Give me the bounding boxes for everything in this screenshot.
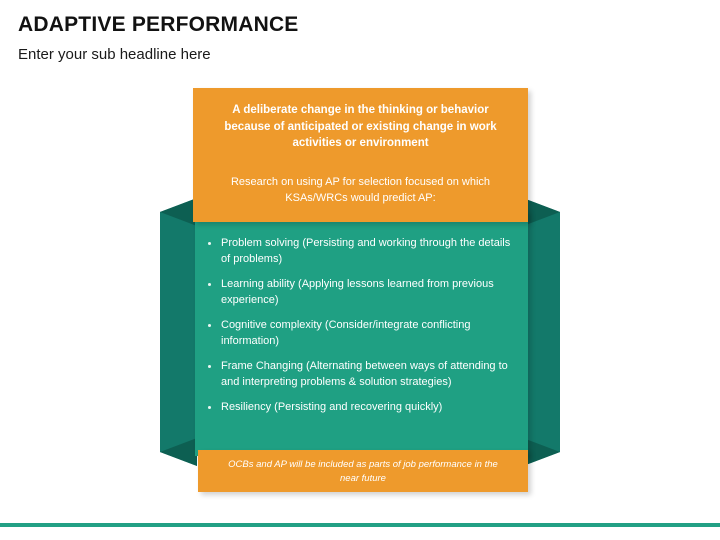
list-item-label: Resiliency (Persisting and recovering qu… [221, 401, 443, 413]
statement-secondary-text: Research on using AP for selection focus… [230, 175, 491, 204]
list-item: Frame Changing (Alternating between ways… [205, 359, 517, 390]
ribbon-wing-left [160, 198, 197, 466]
list-item-label: Problem solving (Persisting and working … [221, 237, 511, 265]
bullet-icon [208, 283, 211, 286]
page-subtitle: Enter your sub headline here [18, 46, 211, 63]
ribbon-wing-right-shape [523, 198, 560, 466]
ribbon-wing-left-shape [160, 198, 197, 466]
list-item: Problem solving (Persisting and working … [205, 236, 517, 267]
statement-primary-text: A deliberate change in the thinking or b… [224, 104, 497, 149]
bullet-icon [208, 242, 211, 245]
bullet-icon [208, 365, 211, 368]
page-title: ADAPTIVE PERFORMANCE [18, 13, 299, 36]
statement-card: A deliberate change in the thinking or b… [193, 88, 528, 222]
list-item-label: Learning ability (Applying lessons learn… [221, 278, 494, 306]
ribbon-body-panel [195, 210, 528, 456]
criteria-list: Problem solving (Persisting and working … [205, 236, 517, 416]
bullet-icon [208, 324, 211, 327]
list-item-label: Frame Changing (Alternating between ways… [221, 360, 508, 388]
footnote-card: OCBs and AP will be included as parts of… [198, 450, 528, 492]
footnote-text: OCBs and AP will be included as parts of… [228, 459, 498, 484]
list-item: Cognitive complexity (Consider/integrate… [205, 318, 517, 349]
list-item: Learning ability (Applying lessons learn… [205, 277, 517, 308]
list-item: Resiliency (Persisting and recovering qu… [205, 400, 517, 416]
slide-header: ADAPTIVE PERFORMANCE Enter your sub head… [18, 12, 678, 66]
list-item-label: Cognitive complexity (Consider/integrate… [221, 319, 471, 347]
bullet-icon [208, 406, 211, 409]
ribbon-wing-right [523, 198, 560, 466]
bottom-accent-bar [0, 523, 720, 527]
